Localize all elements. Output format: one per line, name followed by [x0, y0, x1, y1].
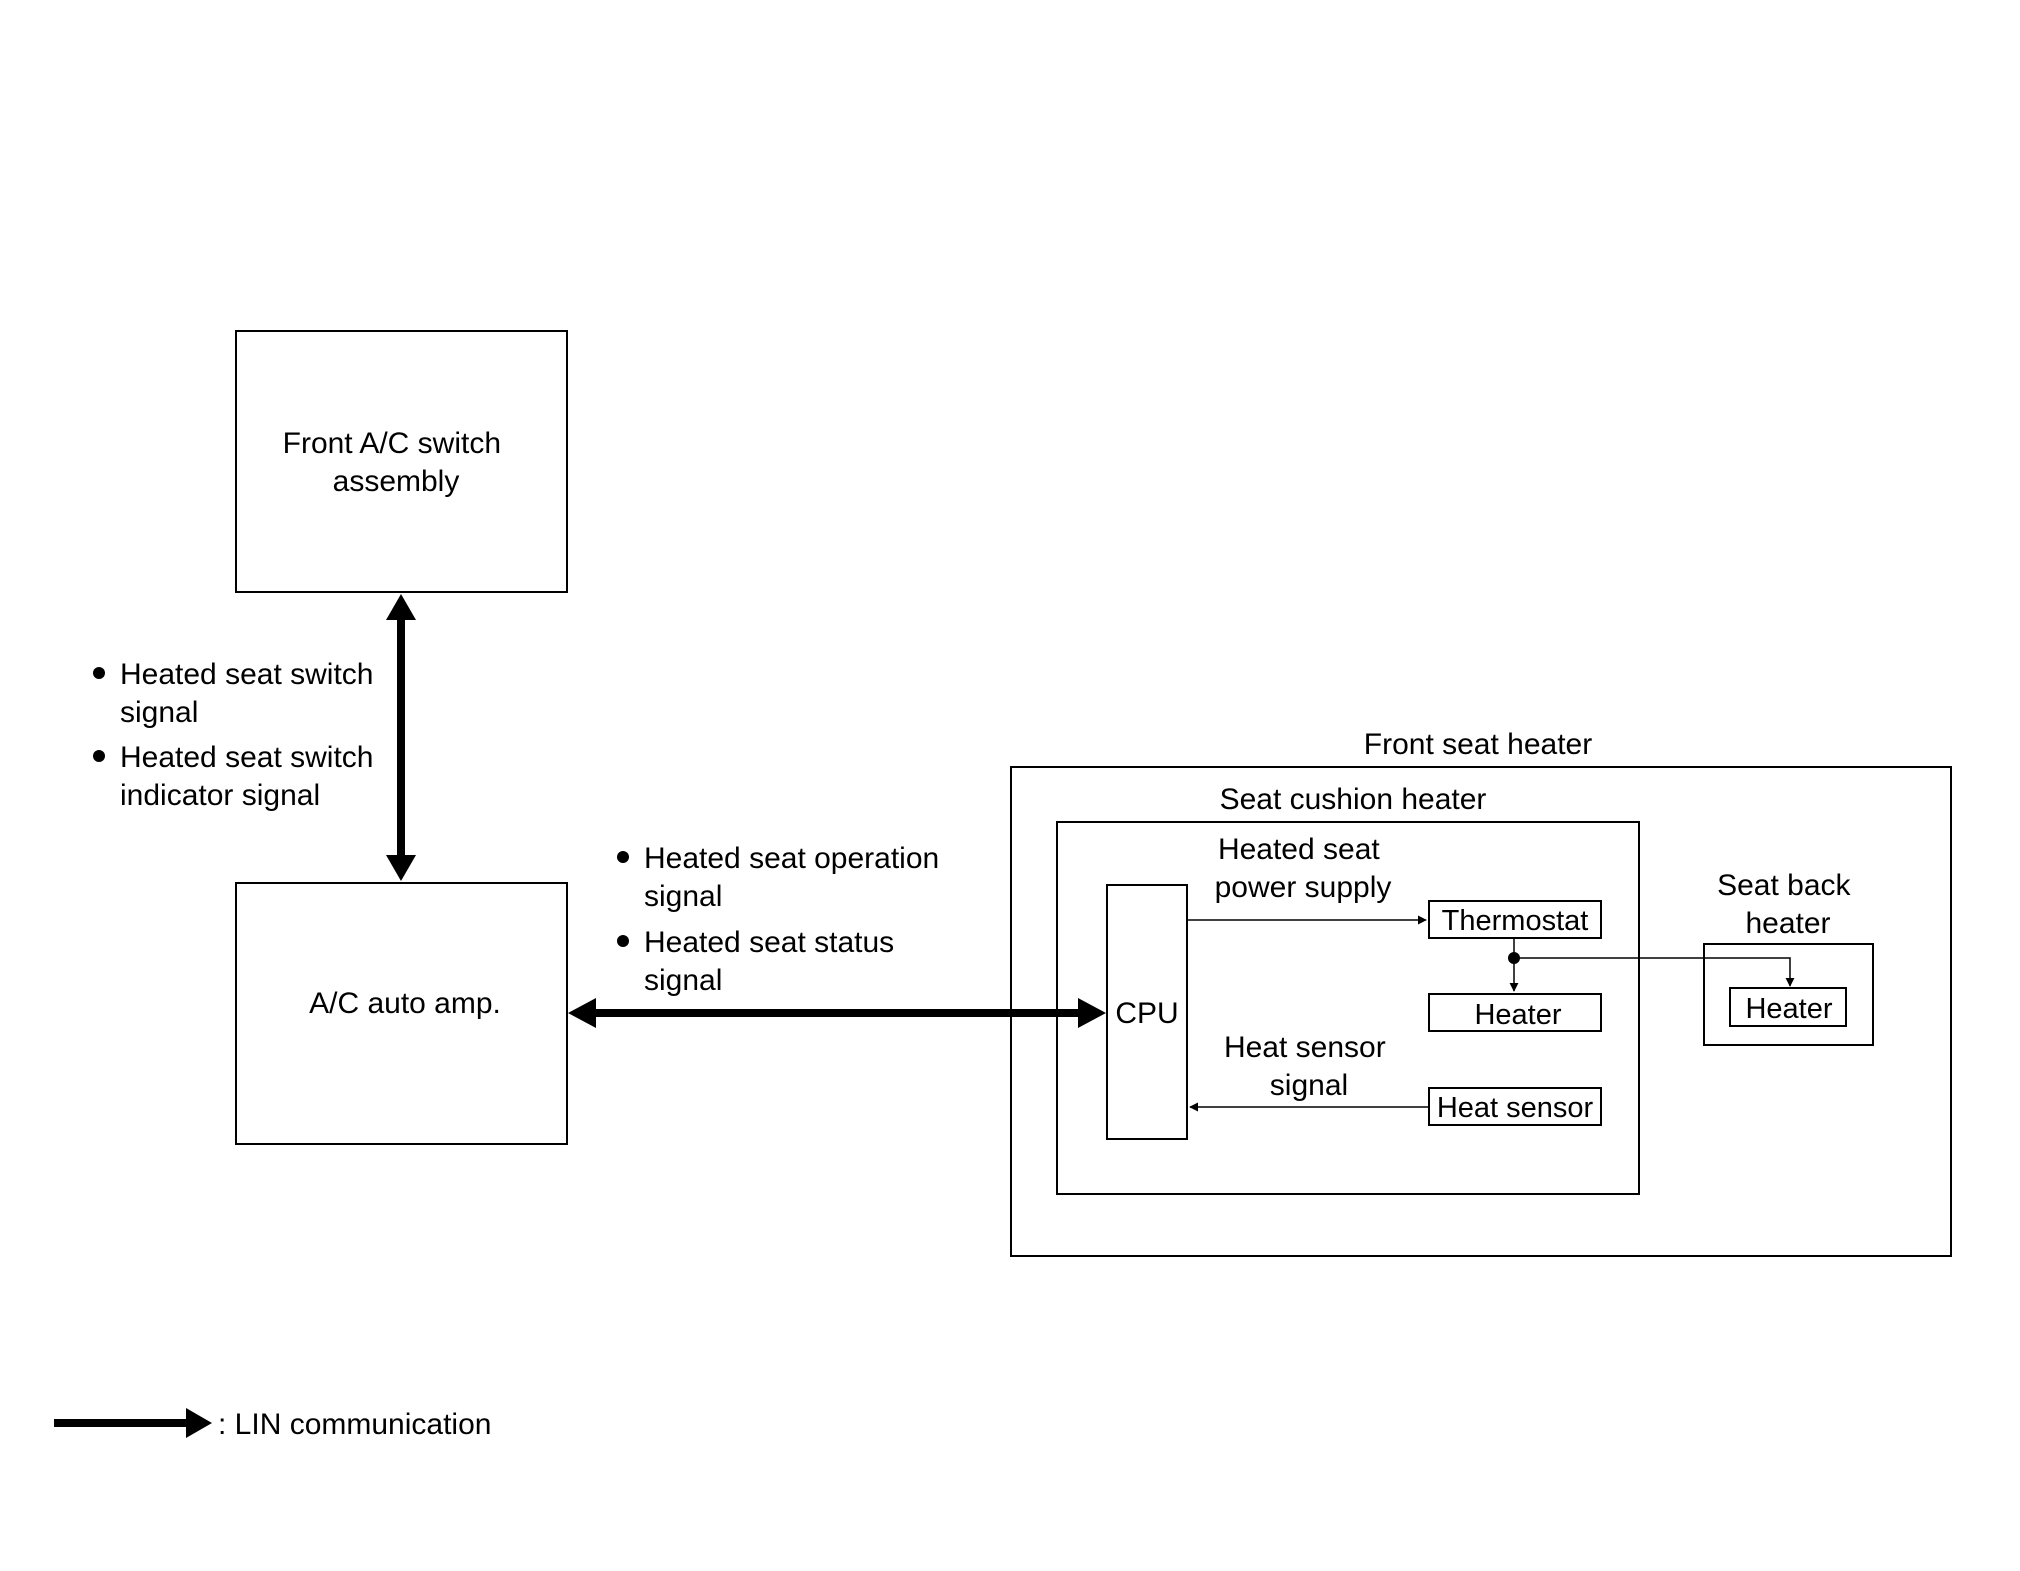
svg-text:Heated seat switch indic: Heated seat switch indicator signal — [120, 741, 382, 812]
front-ac-switch-block: Front A/C switch assembly — [235, 330, 568, 593]
bullet-icon — [617, 851, 629, 863]
heater-cushion-block: Heater — [1428, 993, 1602, 1032]
operation-signal-2-line1: Heated seat status — [644, 926, 894, 959]
cpu-label: CPU — [1115, 997, 1178, 1030]
heat-sensor-signal-line1: Heat sensor — [1224, 1031, 1386, 1064]
heat-sensor-block: Heat sensor — [1428, 1087, 1602, 1126]
bullet-icon — [93, 667, 105, 679]
front-ac-switch-label-line2: assembly — [333, 465, 460, 498]
operation-signals-list: Heated seat operation signal Heated seat… — [617, 842, 948, 997]
power-supply-label: Heated seat power supply — [1215, 833, 1392, 904]
operation-signal-1-line1: Heated seat operation — [644, 842, 939, 875]
lin-link-switch-amp — [386, 594, 416, 881]
seat-back-heater-block: Seat back heater Heater — [1703, 869, 1874, 1046]
svg-text:Heated seat operation si: Heated seat operation signal — [644, 842, 948, 913]
ac-auto-amp-block: A/C auto amp. — [235, 882, 568, 1145]
lin-link-amp-cpu — [568, 998, 1106, 1028]
arrow-head-icon — [186, 1408, 212, 1438]
switch-signal-1-line2: signal — [120, 696, 198, 729]
seat-cushion-heater-block: Seat cushion heater — [1056, 783, 1640, 1195]
switch-signal-2-line2: indicator signal — [120, 779, 320, 812]
power-supply-line1: Heated seat — [1218, 833, 1380, 866]
switch-signal-2-line1: Heated seat switch — [120, 741, 373, 774]
heater-back-label: Heater — [1745, 993, 1832, 1025]
thermostat-label: Thermostat — [1442, 905, 1589, 937]
legend: : LIN communication — [54, 1408, 491, 1441]
power-supply-line2: power supply — [1215, 871, 1392, 904]
heat-sensor-label: Heat sensor — [1437, 1092, 1594, 1124]
switch-signal-1-line1: Heated seat switch — [120, 658, 373, 691]
lin-legend-label: : LIN communication — [218, 1408, 491, 1441]
seat-back-heater-line2: heater — [1745, 907, 1830, 940]
heat-sensor-signal-line2: signal — [1270, 1069, 1348, 1102]
svg-text:Heated seat switch signa: Heated seat switch signal — [120, 658, 382, 729]
ac-auto-amp-label: A/C auto amp. — [309, 987, 501, 1020]
front-seat-heater-block: Front seat heater — [1010, 728, 1952, 1257]
thermostat-block: Thermostat — [1428, 900, 1602, 939]
front-ac-switch-label-line1: Front A/C switch — [283, 427, 501, 460]
operation-signal-2-line2: signal — [644, 964, 722, 997]
switch-signals-list: Heated seat switch signal Heated seat sw… — [93, 658, 382, 812]
cpu-block: CPU — [1106, 884, 1188, 1140]
svg-text:Front A/C switch assembl: Front A/C switch assembly — [283, 427, 510, 498]
svg-text:Heated seat status signa: Heated seat status signal — [644, 926, 903, 997]
heater-cushion-label: Heater — [1474, 999, 1561, 1031]
front-seat-heater-label: Front seat heater — [1364, 728, 1592, 761]
seat-back-heater-line1: Seat back — [1717, 869, 1851, 902]
heat-sensor-signal-label: Heat sensor signal — [1224, 1031, 1394, 1102]
seat-cushion-heater-label: Seat cushion heater — [1220, 783, 1487, 816]
operation-signal-1-line2: signal — [644, 880, 722, 913]
bullet-icon — [93, 750, 105, 762]
thermostat-to-heaters-wiring — [1508, 938, 1795, 992]
bullet-icon — [617, 935, 629, 947]
svg-text:Seat back heater: Seat back heater — [1717, 869, 1859, 940]
